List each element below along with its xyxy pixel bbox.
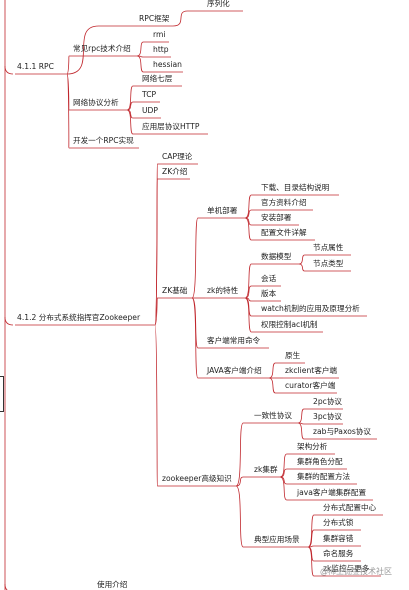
edge-standalone-to-download <box>244 194 259 219</box>
node-version[interactable]: 版本 <box>261 289 277 298</box>
node-client-cmd[interactable]: 客户端常用命令 <box>207 336 261 345</box>
edge-typical-to-cluster-mgmt <box>307 545 321 548</box>
edge-root-s413 <box>4 583 8 590</box>
edge-net-analysis-to-app-http <box>126 109 140 135</box>
node-http[interactable]: http <box>153 45 169 54</box>
edge-zk-adv-to-zk-cluster <box>235 476 252 487</box>
edge-zk-features-to-data-model <box>244 263 259 299</box>
node-serialize[interactable]: 序列化 <box>207 0 230 8</box>
node-hessian[interactable]: hessian <box>153 60 182 69</box>
node-cluster-mgmt[interactable]: 集群容错 <box>323 534 354 543</box>
edge-zk-basic-to-standalone <box>191 217 205 299</box>
edge-java-client-to-curator <box>268 377 283 394</box>
edge-rpc-framework-to-serialize <box>172 10 205 27</box>
node-zab[interactable]: zab与Paxos协议 <box>313 427 371 436</box>
node-zk-intro[interactable]: ZK介绍 <box>162 167 188 176</box>
edge-typical-to-more <box>307 546 321 577</box>
edge-root-s411 <box>4 65 14 75</box>
node-zk-adv[interactable]: zookeeper高级知识 <box>162 474 232 483</box>
edge-s411-to-rpc-framework <box>66 25 137 75</box>
node-install[interactable]: 安装部署 <box>261 213 292 222</box>
edge-net-analysis-to-tcp <box>126 101 140 111</box>
edge-root-s412 <box>4 316 14 326</box>
node-more[interactable]: zk监控与更多 <box>323 564 370 573</box>
node-rmi[interactable]: rmi <box>153 30 166 39</box>
edge-consistency-to-pc2 <box>297 408 311 424</box>
edge-net-analysis-to-osi7 <box>126 85 140 111</box>
node-download[interactable]: 下载、目录结构说明 <box>261 183 330 192</box>
node-zk-features[interactable]: zk的特性 <box>207 286 239 295</box>
node-java-cluster[interactable]: java客户端集群配置 <box>297 488 367 497</box>
node-rpc-tech[interactable]: 常见rpc技术介绍 <box>73 44 131 53</box>
node-udp[interactable]: UDP <box>142 106 158 115</box>
edge-zk-cluster-to-java-cluster <box>279 476 295 501</box>
edge-typical-to-dist-lock <box>307 529 321 548</box>
node-data-model[interactable]: 数据模型 <box>261 252 292 261</box>
edge-zk-cluster-to-arch <box>279 453 295 478</box>
node-consistency[interactable]: 一致性协议 <box>254 411 292 420</box>
edge-rpc-tech-to-hessian <box>136 55 151 73</box>
edge-s411-to-build-rpc <box>66 73 71 149</box>
node-official[interactable]: 官方资料介绍 <box>261 198 307 207</box>
node-session[interactable]: 会话 <box>261 274 277 283</box>
edge-zk-adv-to-consistency <box>235 422 252 487</box>
watermark: @稀土掘金技术社区 <box>320 567 392 576</box>
edge-consistency-to-zab <box>297 422 311 440</box>
edge-s411-to-rpc-tech <box>66 55 71 75</box>
node-net-analysis[interactable]: 网络协议分析 <box>73 98 119 107</box>
node-node-attr[interactable]: 节点属性 <box>313 243 344 252</box>
node-tcp[interactable]: TCP <box>142 90 157 99</box>
node-osi7[interactable]: 网络七层 <box>142 74 173 83</box>
node-arch[interactable]: 架构分析 <box>297 442 328 451</box>
edge-data-model-to-node-type <box>298 263 311 272</box>
node-watch[interactable]: watch机制的应用及原理分析 <box>261 304 360 313</box>
edge-zk-adv-to-typical <box>235 485 252 548</box>
node-zk-basic[interactable]: ZK基础 <box>162 286 188 295</box>
node-cluster-cfg[interactable]: 集群的配置方法 <box>297 472 351 481</box>
edge-s412-to-zk-adv <box>154 324 160 487</box>
edge-zk-features-to-acl <box>244 297 259 333</box>
edge-s412-to-zk-intro <box>154 178 160 326</box>
node-pc2[interactable]: 2pc协议 <box>313 397 343 406</box>
node-cap[interactable]: CAP理论 <box>162 152 193 161</box>
edge-zk-cluster-to-roles <box>279 468 295 478</box>
node-node-type[interactable]: 节点类型 <box>313 259 344 268</box>
node-naming[interactable]: 命名服务 <box>323 549 354 558</box>
node-pc3[interactable]: 3pc协议 <box>313 412 343 421</box>
node-acl[interactable]: 权限控制acl机制 <box>261 320 318 329</box>
edge-zk-basic-to-java-client <box>191 297 205 379</box>
edge-zk-features-to-session <box>244 285 259 299</box>
node-build-rpc[interactable]: 开发一个RPC实现 <box>73 136 134 145</box>
node-app-http[interactable]: 应用层协议HTTP <box>142 122 200 131</box>
node-typical[interactable]: 典型应用场景 <box>254 535 300 544</box>
node-config[interactable]: 配置文件详解 <box>261 228 307 237</box>
node-dist-lock[interactable]: 分布式锁 <box>323 518 354 527</box>
edge-s412-to-zk-basic <box>154 297 160 326</box>
section-412[interactable]: 4.1.2 分布式系统指挥官Zookeeper <box>17 313 141 322</box>
node-roles[interactable]: 集群角色分配 <box>297 457 343 466</box>
node-dist-config[interactable]: 分布式配置中心 <box>323 503 377 512</box>
scroll-handle[interactable] <box>0 376 4 412</box>
node-rpc-framework[interactable]: RPC框架 <box>139 14 170 23</box>
edge-rpc-tech-to-rmi <box>136 41 151 57</box>
node-standalone[interactable]: 单机部署 <box>207 206 238 215</box>
edge-typical-to-dist-config <box>307 514 321 548</box>
node-curator[interactable]: curator客户端 <box>285 381 336 390</box>
edge-data-model-to-node-attr <box>298 254 311 265</box>
edge-consistency-to-pc3 <box>297 422 311 425</box>
node-zkclient[interactable]: zkclient客户端 <box>285 366 338 375</box>
edge-java-client-to-native <box>268 362 283 379</box>
node-native[interactable]: 原生 <box>285 351 301 360</box>
edge-standalone-to-official <box>244 209 259 219</box>
node-zk-cluster[interactable]: zk集群 <box>254 465 278 474</box>
section-413[interactable]: 使用介绍 <box>97 580 128 589</box>
node-java-client[interactable]: JAVA客户端介绍 <box>207 366 262 375</box>
edge-standalone-to-config <box>244 217 259 241</box>
section-411[interactable]: 4.1.1 RPC <box>17 62 54 71</box>
